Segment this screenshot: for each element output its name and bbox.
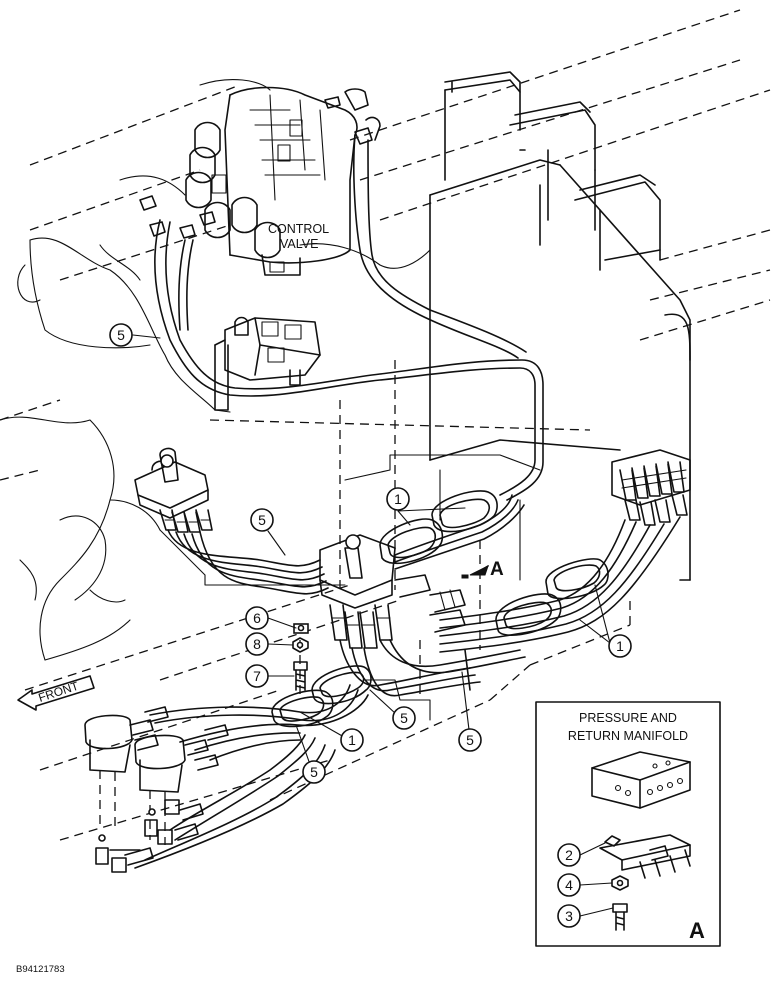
- hose-routes: [154, 134, 544, 501]
- cab-panel: [429, 71, 691, 581]
- svg-text:1: 1: [348, 732, 356, 748]
- left-pilot-control: [134, 447, 213, 533]
- svg-text:1: 1: [394, 491, 402, 507]
- center-pilot-control: [319, 534, 466, 649]
- callout-7: 7: [245, 664, 269, 688]
- svg-text:5: 5: [117, 327, 125, 343]
- figure-code: B94121783: [16, 964, 65, 975]
- svg-text:5: 5: [466, 732, 474, 748]
- mounting-hardware: [292, 623, 309, 691]
- control-valve-label-1: CONTROL: [268, 222, 329, 236]
- pedal-pilot-valves: [84, 706, 229, 873]
- svg-text:8: 8: [253, 636, 261, 652]
- callout-3: 3: [557, 904, 581, 928]
- callout-5-right: 5: [458, 728, 482, 752]
- detail-title-line-1: PRESSURE AND: [579, 711, 677, 725]
- callout-2: 2: [557, 843, 581, 867]
- detail-title-line-2: RETURN MANIFOLD: [568, 729, 688, 743]
- control-valve-label-2: VALVE: [280, 237, 318, 251]
- hose-bundles: [134, 494, 681, 869]
- callout-5-center: 5: [392, 706, 416, 730]
- callout-5-left: 5: [250, 508, 274, 532]
- svg-text:5: 5: [400, 710, 408, 726]
- detail-view-box: [535, 701, 721, 947]
- callout-6: 6: [245, 606, 269, 630]
- callout-1-lower: 1: [340, 728, 364, 752]
- callout-1-mid: 1: [386, 487, 410, 511]
- pilot-valve-block: [214, 316, 321, 411]
- front-arrow: [17, 675, 95, 711]
- view-a-marker: [461, 565, 489, 579]
- callout-1-right: 1: [608, 634, 632, 658]
- leader-lines: [132, 334, 614, 917]
- svg-text:4: 4: [565, 877, 573, 893]
- chassis-outline: [0, 9, 771, 841]
- control-valve: [139, 86, 381, 276]
- hose-clamps: [271, 490, 609, 728]
- svg-text:7: 7: [253, 668, 261, 684]
- callout-4: 4: [557, 873, 581, 897]
- svg-text:3: 3: [565, 908, 573, 924]
- svg-text:6: 6: [253, 610, 261, 626]
- view-a-label: A: [490, 559, 504, 580]
- svg-text:5: 5: [310, 764, 318, 780]
- callout-5-top: 5: [109, 323, 133, 347]
- frame-structure: [0, 79, 541, 721]
- svg-text:1: 1: [616, 638, 624, 654]
- right-manifold: [611, 449, 691, 526]
- callout-5-lower: 5: [302, 760, 326, 784]
- detail-marker-label: A: [689, 918, 705, 943]
- callout-8: 8: [245, 632, 269, 656]
- svg-text:5: 5: [258, 512, 266, 528]
- front-label: FRONT: [37, 679, 81, 705]
- svg-text:2: 2: [565, 847, 573, 863]
